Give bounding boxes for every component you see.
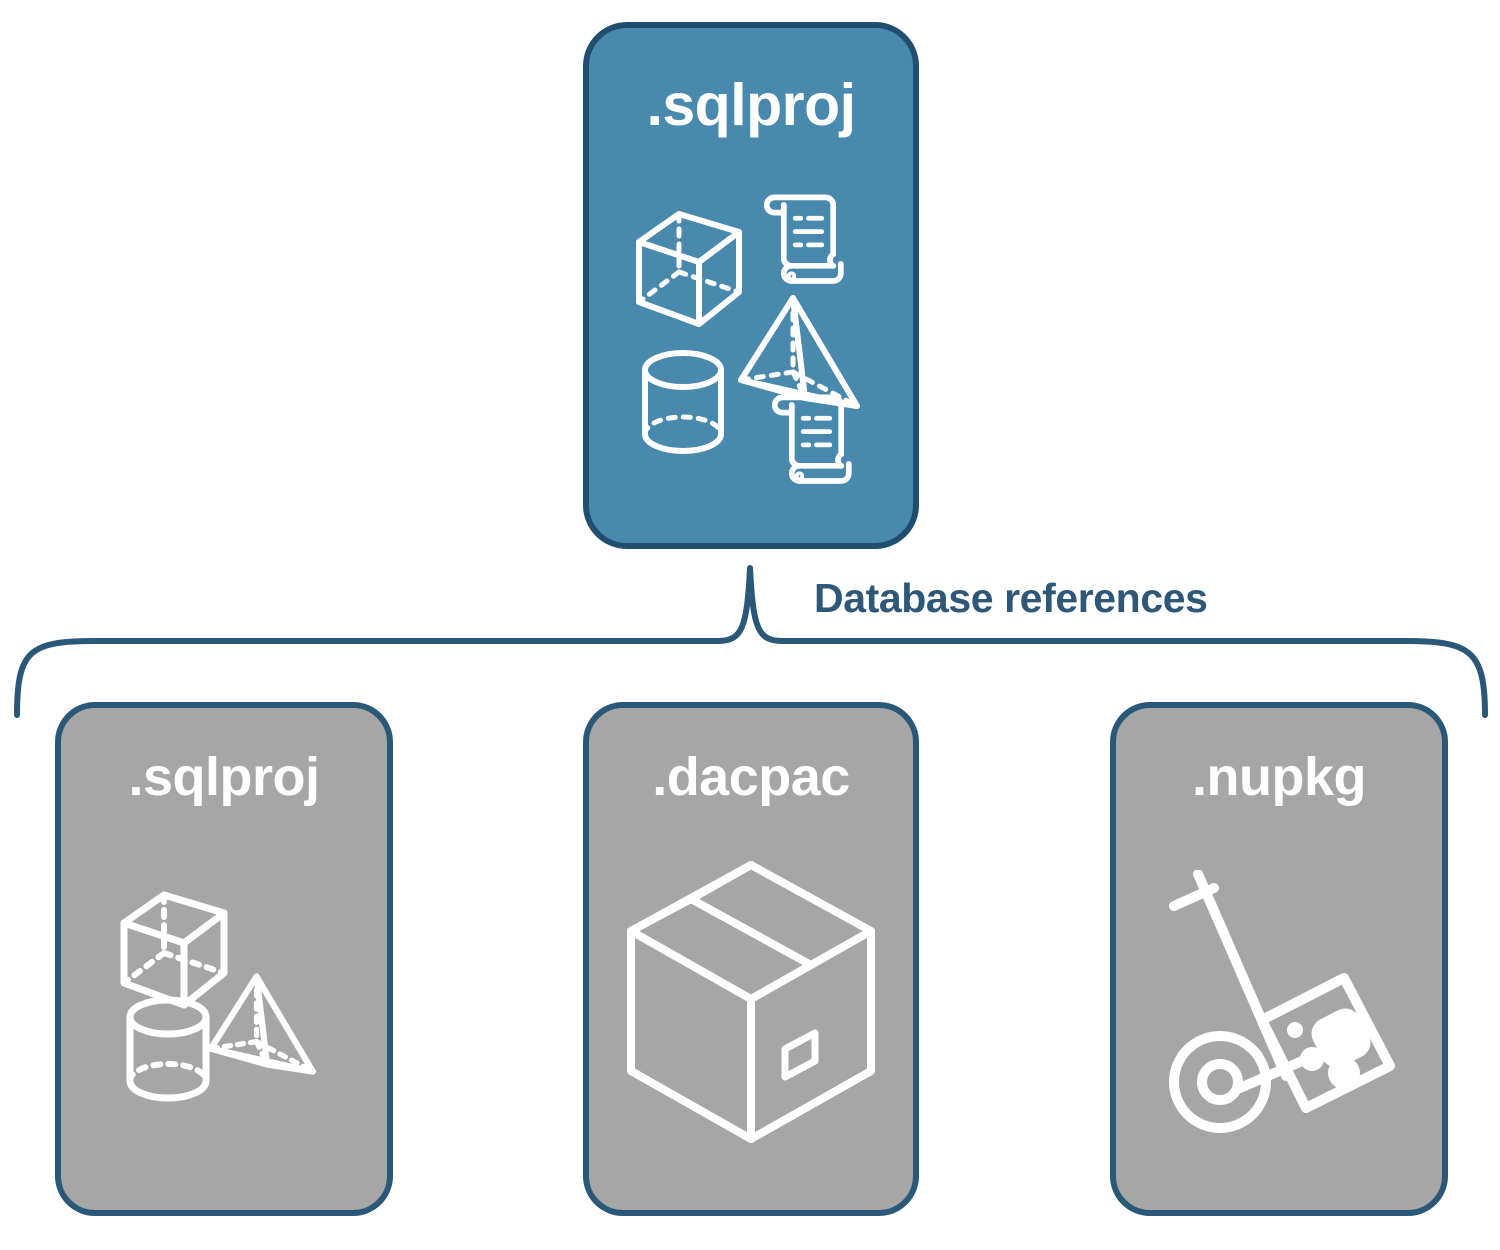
root-card-title: .sqlproj <box>646 72 856 138</box>
leaf-card-title-dacpac: .dacpac <box>652 747 850 807</box>
hand-truck-package-icon <box>1169 870 1395 1133</box>
pyramid-wireframe-icon <box>207 973 316 1075</box>
root-card-artwork <box>589 129 913 543</box>
cube-wireframe-icon <box>636 211 742 327</box>
leaf-card-dacpac[interactable]: .dacpac <box>583 702 919 1216</box>
leaf-card-artwork-sqlproj <box>61 778 387 1210</box>
connector-label: Database references <box>814 575 1208 621</box>
dolly-wheel-icon <box>1169 1031 1271 1133</box>
cube-wireframe-icon <box>120 891 228 1009</box>
database-objects-illustration <box>120 891 316 1102</box>
nuget-package-icon <box>1257 973 1395 1113</box>
cylinder-wireframe-icon <box>126 996 210 1102</box>
pyramid-wireframe-icon <box>738 295 860 409</box>
root-card-sqlproj[interactable]: .sqlproj <box>583 22 919 549</box>
scroll-script-icon <box>763 194 844 284</box>
leaf-card-artwork-dacpac <box>589 794 913 1210</box>
scroll-script-icon <box>771 394 852 484</box>
leaf-card-sqlproj[interactable]: .sqlproj <box>55 702 393 1216</box>
leaf-card-title-nupkg: .nupkg <box>1192 747 1366 807</box>
shipping-box-icon <box>627 861 875 1143</box>
leaf-card-artwork-nupkg <box>1116 800 1442 1210</box>
brace-path <box>14 565 1488 718</box>
cylinder-wireframe-icon <box>642 350 724 454</box>
leaf-card-title-sqlproj: .sqlproj <box>128 747 320 807</box>
database-objects-illustration <box>636 194 860 484</box>
leaf-card-nupkg[interactable]: .nupkg <box>1110 702 1448 1216</box>
